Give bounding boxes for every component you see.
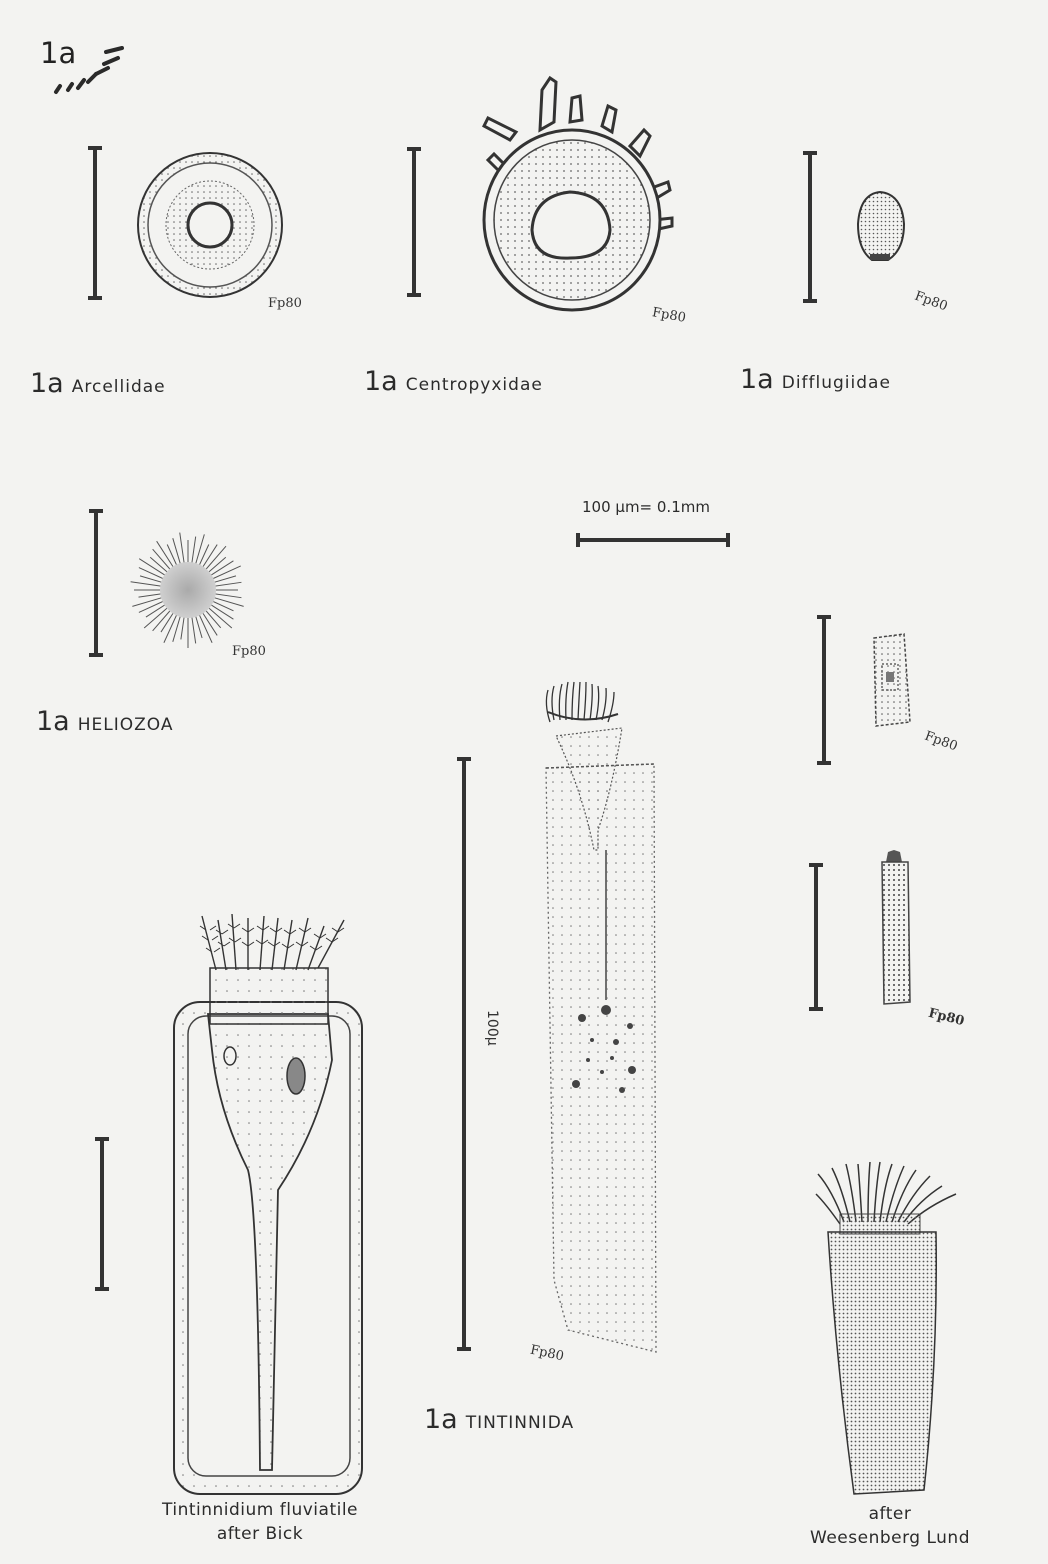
corner-label: 1a — [40, 36, 77, 70]
caption-line: Tintinnidium fluviatile — [161, 1500, 359, 1520]
signature: Fp80 — [268, 296, 302, 311]
scale-bar-centropyxidae — [407, 147, 421, 297]
scale-bar-tintinnidium — [95, 1137, 109, 1291]
signature: Fp80 — [232, 644, 266, 659]
heliozoa-spine — [143, 604, 172, 629]
reference-scale-bar — [576, 533, 730, 547]
arcellidae-drawing — [137, 152, 283, 298]
tintinnida-drawing — [545, 681, 657, 1353]
caption-line: after — [868, 1504, 912, 1524]
scale-bar-100u — [457, 757, 471, 1351]
scale-bar-heliozoa — [89, 509, 103, 657]
scale-bar-small-tintinnid-2 — [809, 863, 823, 1011]
caption-tintinnidium: Tintinnidium fluviatile after Bick — [140, 1498, 380, 1546]
caption-weesenberg: after Weesenberg Lund — [780, 1502, 1000, 1550]
tintinnidium-fluviatile-drawing — [173, 913, 363, 1495]
small-tintinnid-drawing-2 — [881, 850, 911, 1005]
weesenberg-lund-drawing — [815, 1161, 957, 1495]
rays-icon — [54, 46, 124, 94]
caption-line: after Bick — [216, 1524, 304, 1544]
heliozoa-body — [160, 562, 216, 618]
small-tintinnid-drawing-1 — [873, 633, 911, 727]
heliozoa-spine — [204, 604, 233, 629]
signature: Fp80 — [912, 288, 950, 315]
heliozoa-spine — [202, 545, 227, 574]
reference-scale-label: 100 µm= 0.1mm — [582, 498, 710, 516]
scale-bar-small-tintinnid-1 — [817, 615, 831, 765]
heliozoa-spine — [156, 540, 177, 572]
heliozoa-spine — [179, 532, 186, 569]
signature: Fp80 — [926, 1005, 966, 1030]
signature: Fp80 — [922, 728, 960, 755]
vertical-scale-label: 100µ — [484, 1010, 500, 1046]
difflugiidae-drawing — [856, 190, 906, 261]
scale-bar-arcellidae — [88, 146, 102, 300]
centropyxidae-drawing — [482, 75, 674, 312]
caption-line: Weesenberg Lund — [810, 1528, 970, 1548]
heliozoa-drawing — [130, 532, 244, 648]
scale-bar-difflugiidae — [803, 151, 817, 303]
